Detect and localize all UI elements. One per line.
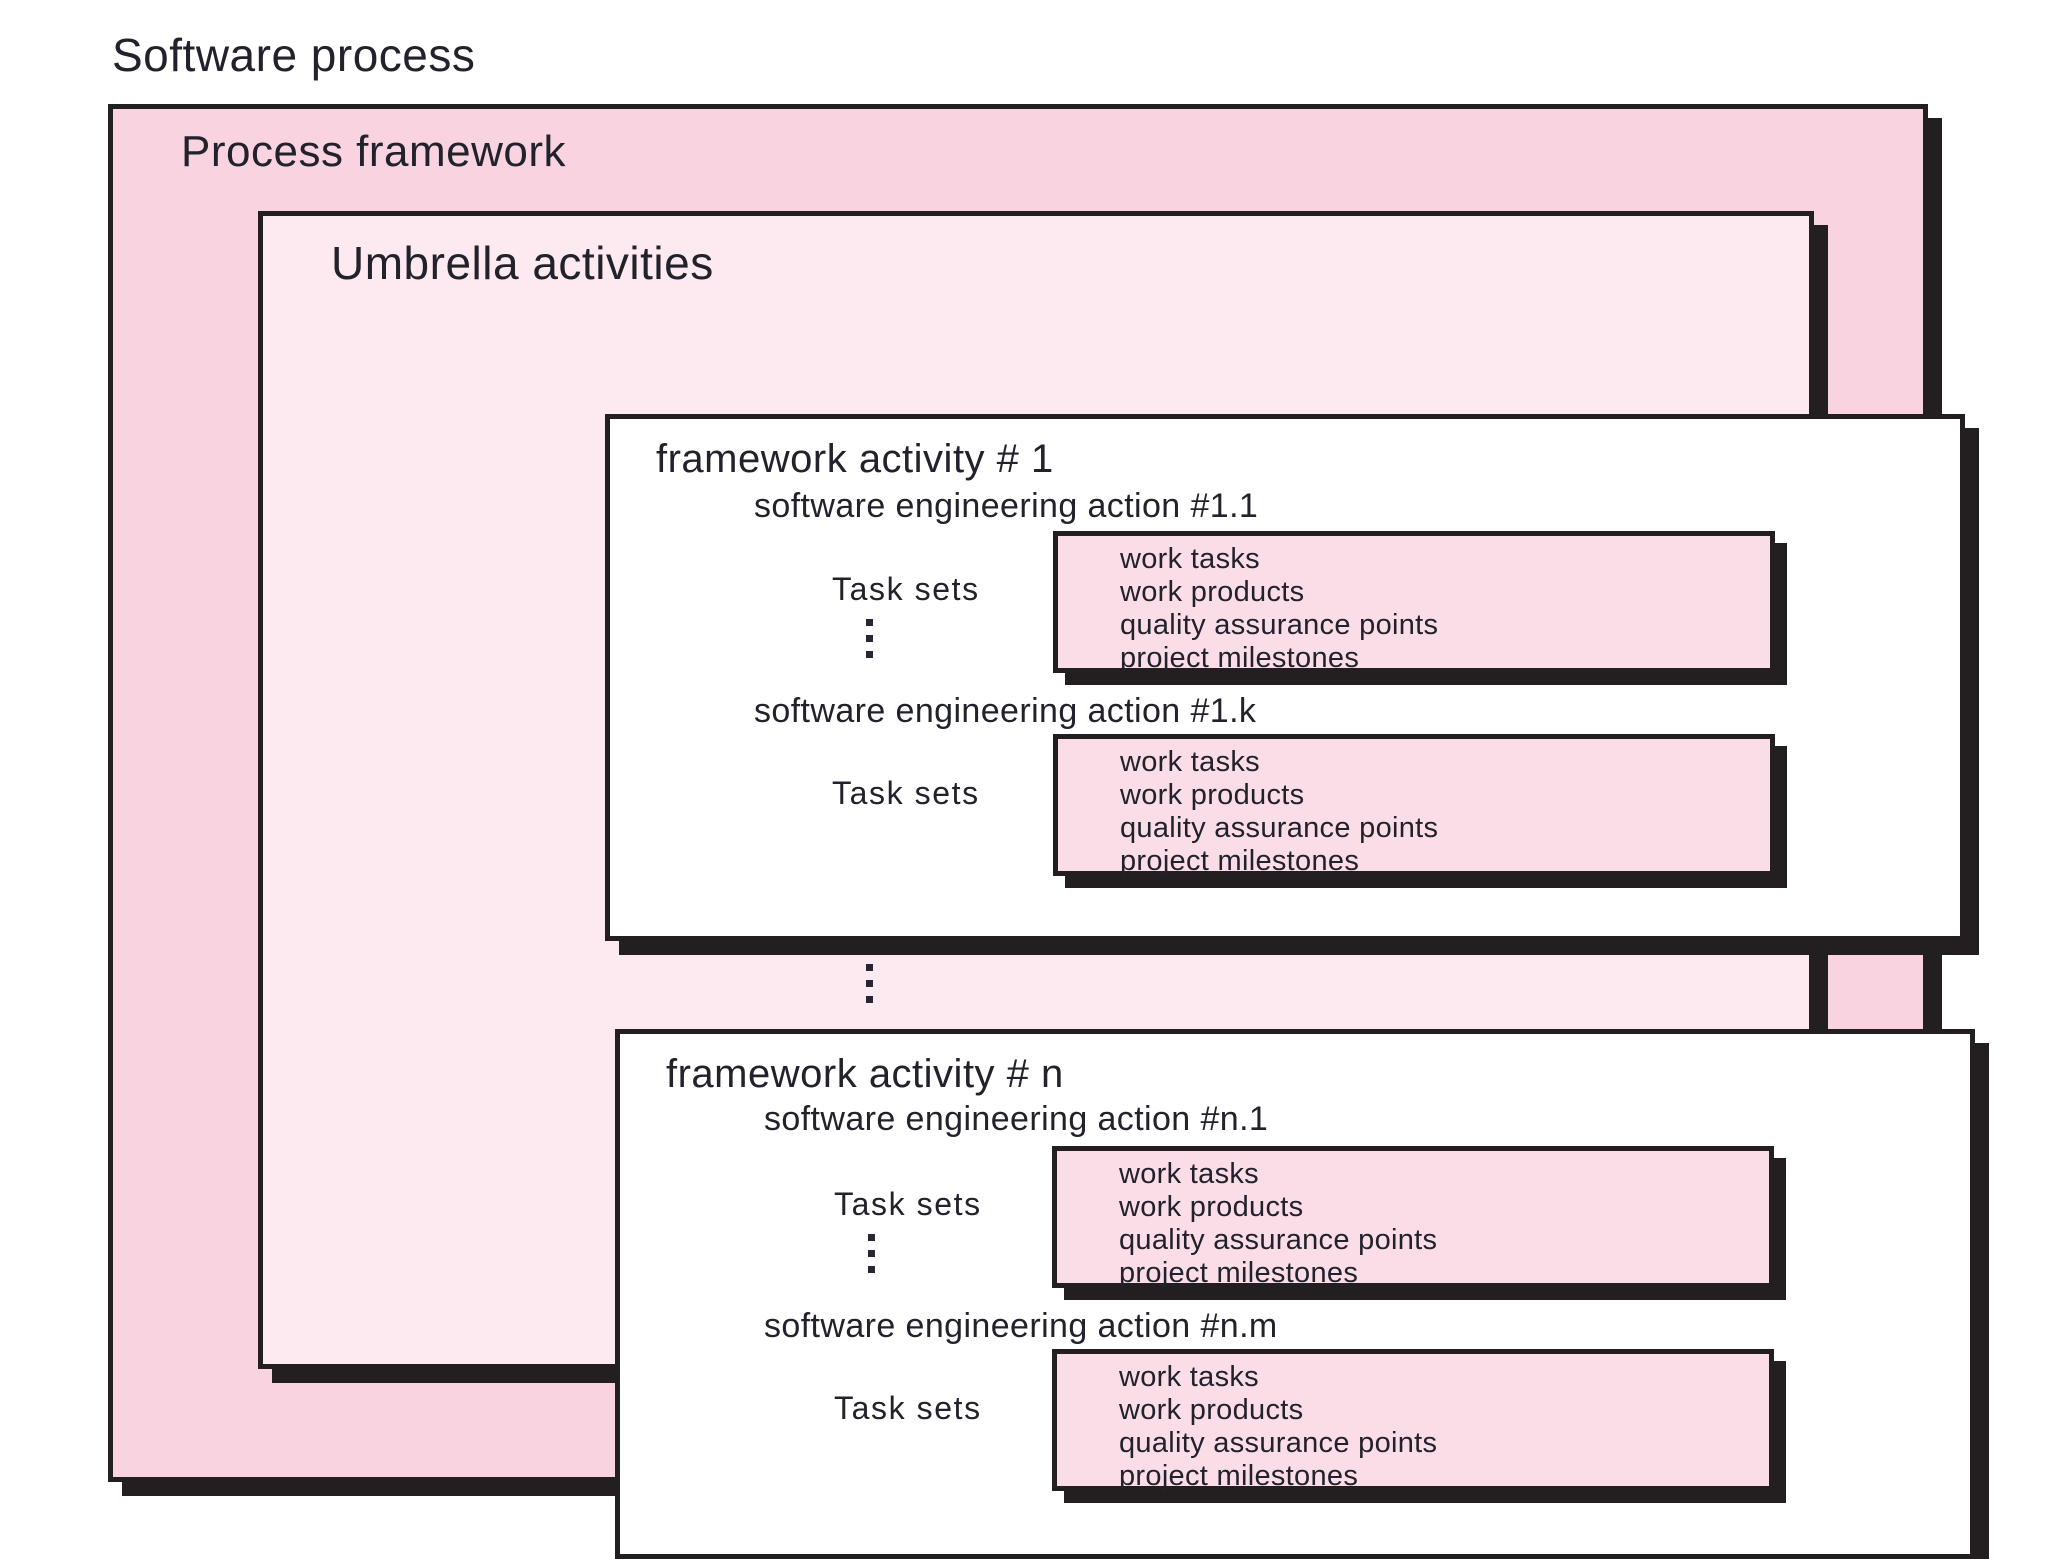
- framework-activity-n-title: framework activity # n: [666, 1052, 1064, 1096]
- vertical-ellipsis-icon-between-activities: [863, 964, 875, 1003]
- task-set-list: work tasks work products quality assuran…: [1119, 1160, 1437, 1292]
- task-set-list: work tasks work products quality assuran…: [1120, 545, 1438, 677]
- action-label-1-k: software engineering action #1.k: [754, 692, 1257, 730]
- vertical-ellipsis-icon: [863, 619, 875, 658]
- umbrella-activities-title: Umbrella activities: [331, 237, 714, 289]
- task-set-box-1-1: work tasks work products quality assuran…: [1053, 531, 1775, 673]
- task-sets-label-1-1: Task sets: [832, 571, 980, 607]
- task-set-item: quality assurance points: [1120, 609, 1439, 641]
- task-set-item: work products: [1119, 1394, 1304, 1426]
- task-set-item: work products: [1119, 1191, 1304, 1223]
- task-sets-label-1-k: Task sets: [832, 775, 980, 811]
- framework-activity-1-title: framework activity # 1: [656, 437, 1054, 481]
- task-sets-label-n-1: Task sets: [834, 1186, 982, 1222]
- task-set-box-1-k: work tasks work products quality assuran…: [1053, 734, 1775, 876]
- task-set-item: quality assurance points: [1119, 1224, 1438, 1256]
- task-set-item: quality assurance points: [1119, 1427, 1438, 1459]
- task-set-item: project milestones: [1120, 642, 1360, 674]
- task-set-item: project milestones: [1120, 845, 1360, 877]
- action-label-n-1: software engineering action #n.1: [764, 1100, 1269, 1138]
- process-framework-box: Process framework Umbrella activities fr…: [108, 104, 1975, 1559]
- task-set-item: work products: [1120, 576, 1305, 608]
- software-process-title: Software process: [112, 29, 476, 81]
- framework-activity-n-box: framework activity # n software engineer…: [615, 1029, 1975, 1559]
- task-set-list: work tasks work products quality assuran…: [1120, 748, 1438, 880]
- task-set-item: work tasks: [1119, 1361, 1259, 1393]
- action-label-n-m: software engineering action #n.m: [764, 1307, 1278, 1345]
- process-framework-title: Process framework: [181, 127, 567, 176]
- task-set-box-n-m: work tasks work products quality assuran…: [1052, 1349, 1774, 1491]
- task-set-list: work tasks work products quality assuran…: [1119, 1363, 1437, 1495]
- vertical-ellipsis-icon: [865, 1234, 877, 1273]
- task-set-item: quality assurance points: [1120, 812, 1439, 844]
- task-set-item: work products: [1120, 779, 1305, 811]
- framework-activity-1-box: framework activity # 1 software engineer…: [605, 414, 1965, 941]
- task-set-item: work tasks: [1120, 746, 1260, 778]
- action-label-1-1: software engineering action #1.1: [754, 487, 1259, 525]
- task-set-item: work tasks: [1120, 543, 1260, 575]
- task-set-item: project milestones: [1119, 1460, 1359, 1492]
- task-set-item: work tasks: [1119, 1158, 1259, 1190]
- task-set-item: project milestones: [1119, 1257, 1359, 1289]
- task-sets-label-n-m: Task sets: [834, 1390, 982, 1426]
- task-set-box-n-1: work tasks work products quality assuran…: [1052, 1146, 1774, 1288]
